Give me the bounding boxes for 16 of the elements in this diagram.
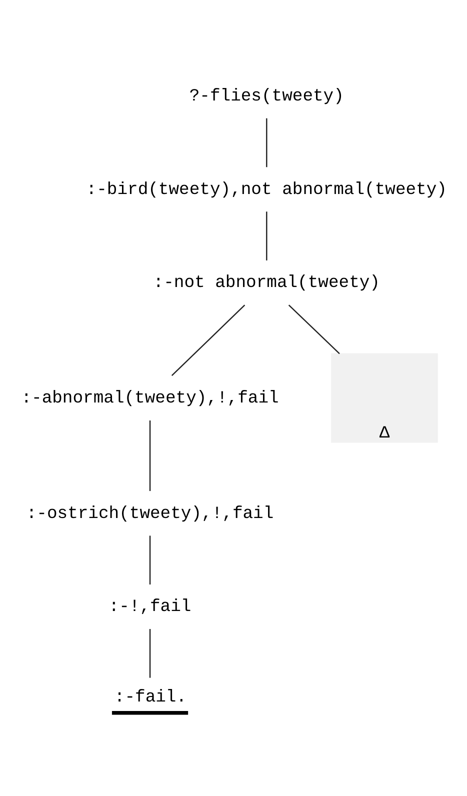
- node-label: :-fail.: [114, 688, 187, 708]
- connector: [149, 420, 151, 492]
- node-box: Δ: [331, 353, 438, 443]
- node-text: ?-flies(tweety): [189, 88, 344, 107]
- connector: [288, 304, 340, 354]
- node-text: :-ostrich(tweety),!,fail: [26, 504, 274, 524]
- node-text: :-bird(tweety),not abnormal(tweety): [86, 180, 447, 200]
- connector: [149, 536, 151, 584]
- connector: [266, 118, 268, 168]
- node-box: [112, 711, 188, 715]
- node-text: :-abnormal(tweety),!,fail: [21, 390, 279, 409]
- connector: [266, 212, 268, 260]
- connector: [171, 304, 246, 376]
- connector: [149, 628, 151, 678]
- node-text: :-!,fail: [108, 598, 192, 618]
- node-text: :-not abnormal(tweety): [153, 274, 380, 294]
